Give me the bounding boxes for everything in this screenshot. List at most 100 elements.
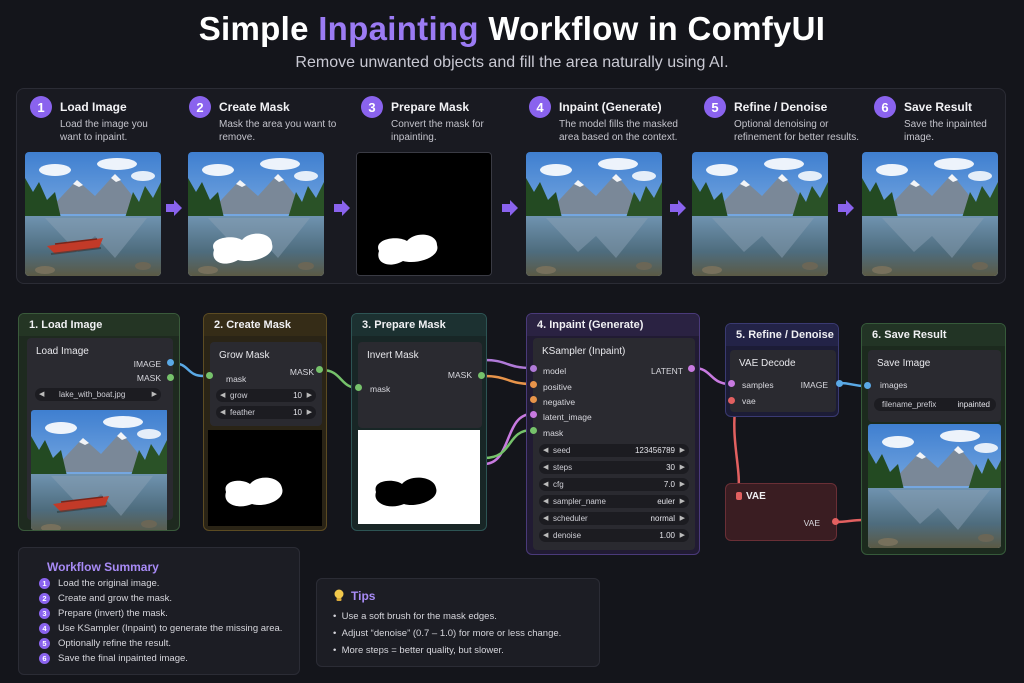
output-vae-label: VAE (803, 518, 820, 528)
step-title: Prepare Mask (391, 100, 470, 114)
result-preview (868, 424, 1001, 548)
scheduler-widget[interactable]: ◀ scheduler normal ▶ (539, 512, 689, 525)
input-positive-port[interactable] (530, 381, 537, 388)
node-title: VAE Decode (739, 358, 796, 369)
vae-dot-icon (736, 492, 742, 500)
inverted-mask-preview (358, 430, 480, 524)
node-header: 3. Prepare Mask (352, 314, 486, 336)
chevron-left-icon[interactable]: ◀ (39, 391, 45, 398)
chevron-left-icon[interactable]: ◀ (220, 392, 226, 399)
step-2-image (188, 152, 324, 276)
node-vae[interactable]: VAE VAE (725, 483, 837, 541)
output-image-port[interactable] (167, 359, 174, 366)
input-vae-port[interactable] (728, 397, 735, 404)
output-image-label: IMAGE (133, 359, 161, 369)
summary-title: Workflow Summary (47, 560, 159, 574)
filename-prefix-widget[interactable]: filename_prefix inpainted (874, 398, 996, 411)
input-model-port[interactable] (530, 365, 537, 372)
node-create-mask[interactable]: 2. Create Mask Grow Mask mask MASK ◀ gro… (203, 313, 327, 531)
chevron-right-icon[interactable]: ▶ (679, 447, 685, 454)
widget-value: 1.00 (659, 531, 675, 540)
filename-select[interactable]: ◀ lake_with_boat.jpg ▶ (35, 388, 161, 401)
node-header: 6. Save Result (862, 324, 1005, 346)
chevron-left-icon[interactable]: ◀ (543, 498, 549, 505)
node-body: Load Image IMAGE MASK ◀ lake_with_boat.j… (27, 338, 173, 530)
input-mask-port[interactable] (206, 372, 213, 379)
chevron-left-icon[interactable]: ◀ (543, 515, 549, 522)
input-mask-label: mask (543, 428, 564, 438)
output-vae-port[interactable] (832, 518, 839, 525)
step-number: 1 (30, 96, 52, 118)
step-number: 5 (704, 96, 726, 118)
input-samples-port[interactable] (728, 380, 735, 387)
widget-value: 30 (666, 463, 675, 472)
chevron-left-icon[interactable]: ◀ (220, 409, 226, 416)
node-save-result[interactable]: 6. Save Result Save Image images filenam… (861, 323, 1006, 555)
widget-value: euler (657, 497, 675, 506)
summary-number: 4 (39, 623, 50, 634)
widget-label: scheduler (553, 514, 588, 523)
input-model-label: model (543, 366, 567, 376)
input-mask-port[interactable] (355, 384, 362, 391)
node-refine[interactable]: 5. Refine / Denoise VAE Decode samples v… (725, 323, 839, 417)
cfg-widget[interactable]: ◀ cfg 7.0 ▶ (539, 478, 689, 491)
node-load-image[interactable]: 1. Load Image Load Image IMAGE MASK ◀ la… (18, 313, 180, 531)
tip-text: Use a soft brush for the mask edges. (341, 611, 497, 622)
step-title: Save Result (904, 100, 973, 114)
chevron-right-icon[interactable]: ▶ (679, 532, 685, 539)
output-image-port[interactable] (836, 380, 843, 387)
grow-widget[interactable]: ◀ grow 10 ▶ (216, 389, 316, 402)
input-latent-image-port[interactable] (530, 411, 537, 418)
summary-text: Prepare (invert) the mask. (58, 608, 168, 620)
chevron-left-icon[interactable]: ◀ (543, 447, 549, 454)
filename-value: lake_with_boat.jpg (59, 390, 126, 399)
output-mask-port[interactable] (167, 374, 174, 381)
tip-item: • Use a soft brush for the mask edges. (333, 611, 497, 622)
chevron-left-icon[interactable]: ◀ (543, 464, 549, 471)
step-title: Create Mask (219, 100, 290, 114)
node-prepare-mask[interactable]: 3. Prepare Mask Invert Mask mask MASK (351, 313, 487, 531)
widget-label: seed (553, 446, 571, 455)
node-title: KSampler (Inpaint) (542, 346, 626, 357)
chevron-right-icon[interactable]: ▶ (151, 391, 157, 398)
sampler-name-widget[interactable]: ◀ sampler_name euler ▶ (539, 495, 689, 508)
widget-value: 7.0 (663, 480, 675, 489)
chevron-right-icon[interactable]: ▶ (679, 498, 685, 505)
summary-text: Load the original image. (58, 578, 160, 590)
summary-number: 6 (39, 653, 50, 664)
step-description: Convert the mask for inpainting. (391, 119, 484, 143)
input-positive-label: positive (543, 382, 572, 392)
chevron-left-icon[interactable]: ◀ (543, 481, 549, 488)
output-image-label: IMAGE (800, 380, 828, 390)
chevron-left-icon[interactable]: ◀ (543, 532, 549, 539)
seed-widget[interactable]: ◀ seed 123456789 ▶ (539, 444, 689, 457)
chevron-right-icon[interactable]: ▶ (306, 392, 312, 399)
node-inpaint[interactable]: 4. Inpaint (Generate) KSampler (Inpaint)… (526, 313, 700, 555)
output-mask-port[interactable] (478, 372, 485, 379)
node-header: 5. Refine / Denoise (726, 324, 838, 346)
chevron-right-icon[interactable]: ▶ (679, 464, 685, 471)
node-title: Save Image (877, 358, 931, 369)
output-mask-port[interactable] (316, 366, 323, 373)
step-description: Mask the area you want to remove. (219, 119, 337, 143)
feather-widget[interactable]: ◀ feather 10 ▶ (216, 406, 316, 419)
denoise-widget[interactable]: ◀ denoise 1.00 ▶ (539, 529, 689, 542)
chevron-right-icon[interactable]: ▶ (679, 481, 685, 488)
output-latent-port[interactable] (688, 365, 695, 372)
node-body: Invert Mask mask MASK (358, 342, 482, 428)
preview-image (31, 410, 169, 530)
summary-text: Optionally refine the result. (58, 638, 172, 650)
chevron-right-icon[interactable]: ▶ (306, 409, 312, 416)
input-mask-port[interactable] (530, 427, 537, 434)
input-images-port[interactable] (864, 382, 871, 389)
widget-value: 10 (293, 391, 302, 400)
input-negative-port[interactable] (530, 396, 537, 403)
node-header: 1. Load Image (19, 314, 179, 336)
steps-widget[interactable]: ◀ steps 30 ▶ (539, 461, 689, 474)
chevron-right-icon[interactable]: ▶ (679, 515, 685, 522)
widget-value: 10 (293, 408, 302, 417)
summary-text: Use KSampler (Inpaint) to generate the m… (58, 623, 283, 635)
